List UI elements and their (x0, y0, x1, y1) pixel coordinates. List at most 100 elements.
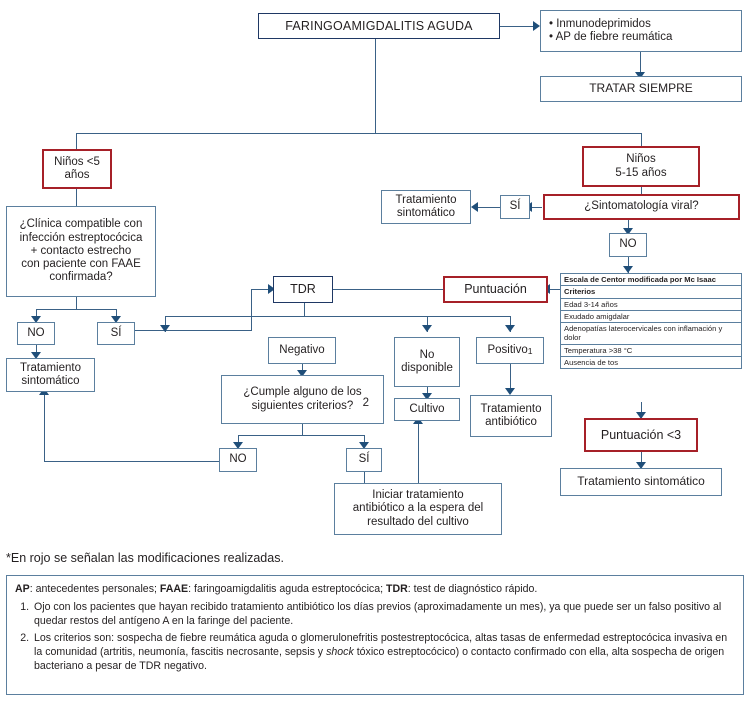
legend-abbreviations: AP: antecedentes personales; FAAE: farin… (15, 583, 538, 595)
legend-footnote-2: Los criterios son: sospecha de fiebre re… (32, 631, 735, 673)
criterios-question-label: ¿Cumple alguno de los siguientes criteri… (243, 386, 362, 412)
connector-iniciar-to-cultivo (418, 421, 419, 483)
box-ninos-menor-5[interactable]: Niños <5 años (42, 149, 112, 189)
arrow-criterios-si (359, 442, 369, 449)
connector-tdr-down (304, 303, 305, 316)
arrow-nodisp-to-cultivo (422, 393, 432, 400)
centor-title: Escala de Centor modificada por Mc Isaac (561, 274, 741, 287)
centor-scale-table[interactable]: Escala de Centor modificada por Mc Isaac… (560, 273, 742, 369)
arrow-no-to-trat (31, 352, 41, 359)
arrow-criterios-no (233, 442, 243, 449)
connector-negativo-to-criterios (302, 364, 303, 375)
box-iniciar-tratamiento[interactable]: Iniciar tratamiento antibiótico a la esp… (334, 483, 502, 535)
connector-criterios-split (238, 435, 364, 436)
arrow-tdr-nodisp (422, 325, 432, 332)
box-clinica-compatible[interactable]: ¿Clínica compatible con infección estrep… (6, 206, 156, 297)
connector-tdr-split (165, 316, 510, 317)
connector-clinica-no (36, 309, 37, 319)
connector-clinica-split (36, 309, 116, 310)
arrow-risk-to-tratar (635, 72, 645, 79)
arrow-punt3-to-final (636, 462, 646, 469)
box-si-criterios[interactable]: SÍ (346, 448, 382, 472)
connector-centor-to-punt3 (641, 402, 642, 418)
connector-criterios-no (238, 435, 239, 445)
connector-si-to-tratviral (478, 207, 500, 208)
box-criterios-question[interactable]: ¿Cumple alguno de los siguientes criteri… (221, 375, 384, 424)
box-no-viral[interactable]: NO (609, 233, 647, 257)
positivo-label: Positivo (487, 343, 528, 356)
connector-risk-to-tratar (640, 52, 641, 76)
arrow-si-to-tratviral (471, 202, 478, 212)
arrow-viral-to-no (623, 228, 633, 235)
connector-ninos5-to-clinica (76, 189, 77, 206)
arrow-centor-to-punt3 (636, 412, 646, 419)
connector-tdr-nodisp (427, 316, 428, 332)
box-si-clinica[interactable]: SÍ (97, 322, 135, 345)
connector-trunk-split (76, 133, 641, 134)
centor-subtitle: Criterios (561, 286, 741, 299)
connector-si-left-right (133, 330, 251, 331)
box-tratar-siempre[interactable]: TRATAR SIEMPRE (540, 76, 742, 102)
arrow-clinica-no (31, 316, 41, 323)
box-faringoamigdalitis-aguda[interactable]: FARINGOAMIGDALITIS AGUDA (258, 13, 500, 39)
box-no-criterios[interactable]: NO (219, 448, 257, 472)
connector-nodisp-to-cultivo (427, 387, 428, 398)
note-red-modifications: *En rojo se señalan las modificaciones r… (6, 551, 284, 565)
arrow-tdr-positivo (505, 325, 515, 332)
arrow-no-to-centor (623, 266, 633, 273)
connector-to-ninos515 (641, 133, 642, 149)
box-negativo[interactable]: Negativo (268, 337, 336, 364)
centor-criterion-0: Edad 3-14 años (561, 299, 741, 311)
connector-tdr-positivo (510, 316, 511, 332)
box-sintomatologia-viral[interactable]: ¿Sintomatología viral? (543, 194, 740, 220)
arrow-title-to-risk (533, 21, 540, 31)
connector-nocrit-up (44, 392, 45, 462)
connector-criterios-down (302, 424, 303, 435)
box-no-clinica[interactable]: NO (17, 322, 55, 345)
connector-positivo-to-trat (510, 364, 511, 392)
connector-criterios-si (364, 435, 365, 445)
criterios-footnote-marker: 2 (362, 396, 369, 409)
arrow-negativo-to-criterios (297, 370, 307, 377)
box-inmunodeprimidos[interactable]: • Inmunodeprimidos • AP de fiebre reumát… (540, 10, 742, 52)
legend-footnote-list: Ojo con los pacientes que hayan recibido… (15, 600, 735, 673)
box-si-viral[interactable]: SÍ (500, 195, 530, 219)
connector-nocrit-to-trat (44, 461, 221, 462)
legend-footnote-1: Ojo con los pacientes que hayan recibido… (32, 600, 735, 628)
box-tratamiento-antibiotico[interactable]: Tratamiento antibiótico (470, 395, 552, 437)
connector-centor-to-puntuacion (548, 289, 560, 290)
legend-box: AP: antecedentes personales; FAAE: farin… (6, 575, 744, 695)
connector-puntuacion-to-tdr (333, 289, 443, 290)
box-puntuacion[interactable]: Puntuación (443, 276, 548, 303)
connector-clinica-down (76, 297, 77, 309)
box-puntuacion-menor-3[interactable]: Puntuación <3 (584, 418, 698, 452)
box-tratamiento-sintomatico-viral[interactable]: Tratamiento sintomático (381, 190, 471, 224)
centor-criterion-2: Adenopatías laterocervicales con inflama… (561, 323, 741, 345)
connector-title-trunk (375, 39, 376, 134)
box-tdr[interactable]: TDR (273, 276, 333, 303)
arrow-si-left-to-tdr (268, 284, 275, 294)
arrow-clinica-si (111, 316, 121, 323)
connector-no-to-centor (628, 257, 629, 273)
centor-criterion-3: Temperatura >38 °C (561, 345, 741, 357)
centor-criterion-1: Exudado amigdalar (561, 311, 741, 323)
connector-punt3-to-final (641, 452, 642, 468)
box-tratamiento-sintomatico-final[interactable]: Tratamiento sintomático (560, 468, 722, 496)
box-tratamiento-sintomatico-left[interactable]: Tratamiento sintomático (6, 358, 95, 392)
arrow-tdr-negativo (160, 325, 170, 332)
centor-criterion-4: Ausencia de tos (564, 357, 619, 367)
connector-clinica-si (116, 309, 117, 319)
box-cultivo[interactable]: Cultivo (394, 398, 460, 421)
connector-to-ninos5 (76, 133, 77, 149)
arrow-positivo-to-trat (505, 388, 515, 395)
box-no-disponible[interactable]: No disponible (394, 337, 460, 387)
connector-viral-to-no (628, 220, 629, 233)
box-ninos-5-15[interactable]: Niños 5-15 años (582, 146, 700, 187)
connector-sicrit-down (364, 471, 365, 483)
connector-title-to-risk (500, 26, 538, 27)
connector-no-to-trat (36, 345, 37, 357)
connector-ninos515-to-viral (641, 187, 642, 195)
connector-si-left-up (251, 289, 252, 331)
